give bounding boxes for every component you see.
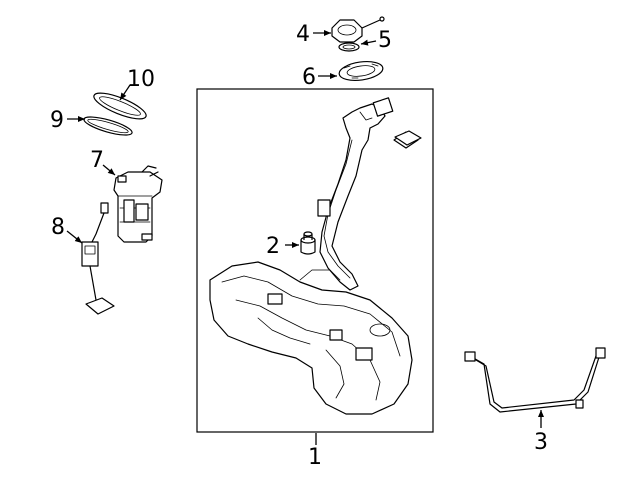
callout-2: 2 [266, 234, 280, 259]
bracket-plate[interactable] [394, 130, 422, 146]
callout-3: 3 [534, 430, 548, 455]
o-ring[interactable] [338, 42, 360, 52]
sender-cap[interactable] [331, 16, 385, 43]
callout-10: 10 [127, 67, 155, 92]
leader-lines [66, 30, 544, 445]
callout-4: 4 [296, 22, 310, 47]
level-sensor[interactable] [81, 202, 115, 315]
callout-1: 1 [308, 445, 322, 470]
fuel-pump-module[interactable] [113, 165, 163, 243]
gasket-thin[interactable] [82, 113, 133, 138]
tank-strap[interactable] [464, 347, 606, 413]
callout-6: 6 [302, 65, 316, 90]
callout-5: 5 [378, 28, 392, 53]
fuel-tank[interactable] [209, 97, 419, 415]
callout-8: 8 [51, 215, 65, 240]
lock-ring[interactable] [338, 59, 384, 83]
callout-7: 7 [90, 148, 104, 173]
callout-9: 9 [50, 108, 64, 133]
grommet-part[interactable] [300, 231, 316, 255]
tank-assembly-box [196, 88, 434, 433]
